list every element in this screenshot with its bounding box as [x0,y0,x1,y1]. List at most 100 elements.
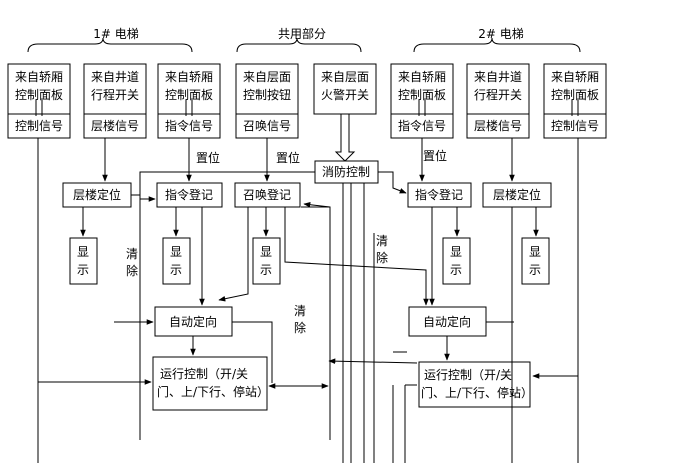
svg-text:火警开关: 火警开关 [321,87,369,102]
svg-text:指令登记: 指令登记 [165,187,213,202]
signal-command-2: 指令信号 [390,113,454,139]
auto-position-2: 自动定向 [408,306,487,337]
svg-text:来自轿厢: 来自轿厢 [398,69,446,84]
source-car-panel-1: 来自轿厢 控制面板 [7,63,71,115]
connector-lines [37,138,579,463]
group-label-elevator2: 2# 电梯 [478,27,524,41]
signal-floor-1: 层楼信号 [83,113,147,139]
svg-text:层楼定位: 层楼定位 [493,187,541,202]
label-set-2: 置位 [276,150,300,165]
source-car-panel-2: 来自轿厢 控制面板 [390,63,454,115]
svg-text:控制信号: 控制信号 [15,119,63,133]
brace-elevator2 [413,37,581,53]
svg-text:召唤信号: 召唤信号 [243,119,291,133]
svg-text:层楼信号: 层楼信号 [91,118,139,133]
label-set-1: 置位 [196,150,220,165]
svg-text:控制面板: 控制面板 [165,88,213,102]
display-command-1: 显 示 [162,237,191,285]
source-car-panel-2b: 来自轿厢 控制面板 [543,63,607,115]
fire-hollow-arrow [334,114,356,162]
connector-stub [185,100,193,116]
svg-text:除: 除 [126,263,138,278]
display-call: 显 示 [252,237,281,285]
svg-text:除: 除 [376,250,388,265]
label-clear-3: 清 除 [376,234,388,265]
svg-text:清: 清 [294,304,306,318]
svg-text:门、上/下行、停站）: 门、上/下行、停站） [421,385,533,400]
brace-shared [236,37,362,53]
svg-text:行程开关: 行程开关 [474,87,522,102]
register-command-1: 指令登记 [156,182,223,208]
svg-text:显: 显 [529,245,541,259]
svg-text:来自井道: 来自井道 [474,70,522,84]
svg-text:显: 显 [170,245,182,259]
svg-text:显: 显 [77,245,89,259]
signal-floor-2: 层楼信号 [466,113,530,139]
svg-text:层楼定位: 层楼定位 [73,187,121,202]
display-command-2: 显 示 [442,237,471,285]
svg-text:除: 除 [294,320,306,335]
group-label-shared: 共用部分 [278,26,326,41]
register-floor-position-2: 层楼定位 [482,182,552,208]
svg-text:运行控制（开/关: 运行控制（开/关 [160,367,248,381]
signal-control-1: 控制信号 [7,113,71,139]
svg-text:指令信号: 指令信号 [165,118,213,133]
svg-text:示: 示 [260,263,272,277]
group-label-elevator1: 1# 电梯 [93,27,139,41]
label-set-3: 置位 [423,148,447,163]
display-floor-2: 显 示 [521,237,550,285]
svg-text:来自轿厢: 来自轿厢 [551,69,599,84]
svg-text:门、上/下行、停站）: 门、上/下行、停站） [157,384,269,399]
svg-text:显: 显 [260,245,272,259]
run-control-1: 运行控制（开/关 门、上/下行、停站） [152,356,269,411]
svg-text:控制信号: 控制信号 [551,119,599,133]
svg-text:来自层面: 来自层面 [243,70,291,84]
svg-text:来自层面: 来自层面 [321,70,369,84]
source-landing-button: 来自层面 控制按钮 [235,63,299,115]
svg-text:来自井道: 来自井道 [91,70,139,84]
source-shaft-switch-2: 来自井道 行程开关 [466,63,530,115]
svg-text:控制面板: 控制面板 [15,88,63,102]
svg-text:控制面板: 控制面板 [398,88,446,102]
svg-text:示: 示 [77,263,89,277]
connector-stub [418,100,426,116]
display-floor-1: 显 示 [69,237,98,285]
svg-text:示: 示 [529,263,541,277]
svg-text:来自轿厢: 来自轿厢 [165,69,213,84]
label-clear-1: 清 除 [126,247,138,278]
auto-position-1: 自动定向 [154,306,233,337]
svg-text:层楼信号: 层楼信号 [474,118,522,133]
svg-text:显: 显 [450,245,462,259]
svg-text:来自轿厢: 来自轿厢 [15,69,63,84]
svg-text:召唤登记: 召唤登记 [243,187,291,202]
register-floor-position-1: 层楼定位 [62,182,132,208]
svg-text:自动定向: 自动定向 [169,314,217,329]
svg-text:控制按钮: 控制按钮 [243,87,291,102]
signal-command-1: 指令信号 [157,113,221,139]
source-car-panel-1b: 来自轿厢 控制面板 [157,63,221,115]
connector-stub [35,100,43,116]
signal-control-2: 控制信号 [543,113,607,139]
svg-text:自动定向: 自动定向 [423,314,471,329]
connector-stub [571,100,579,116]
svg-text:控制面板: 控制面板 [551,88,599,102]
source-shaft-switch-1: 来自井道 行程开关 [83,63,147,115]
svg-text:示: 示 [170,263,182,277]
svg-text:清: 清 [126,247,138,261]
label-clear-2: 清 除 [294,304,306,335]
svg-text:消防控制: 消防控制 [322,164,370,179]
run-control-2: 运行控制（开/关 门、上/下行、停站） [418,361,533,408]
signal-call: 召唤信号 [235,113,299,139]
svg-text:清: 清 [376,234,388,248]
register-call: 召唤登记 [234,182,301,208]
svg-text:行程开关: 行程开关 [91,87,139,102]
svg-text:示: 示 [450,263,462,277]
svg-text:指令登记: 指令登记 [415,187,463,202]
source-landing-fire-switch: 来自层面 火警开关 [313,63,377,115]
svg-text:运行控制（开/关: 运行控制（开/关 [424,368,512,382]
svg-text:指令信号: 指令信号 [398,118,446,133]
fire-control-box: 消防控制 [314,160,379,184]
register-command-2: 指令登记 [407,182,472,208]
brace-elevator1 [27,37,193,53]
